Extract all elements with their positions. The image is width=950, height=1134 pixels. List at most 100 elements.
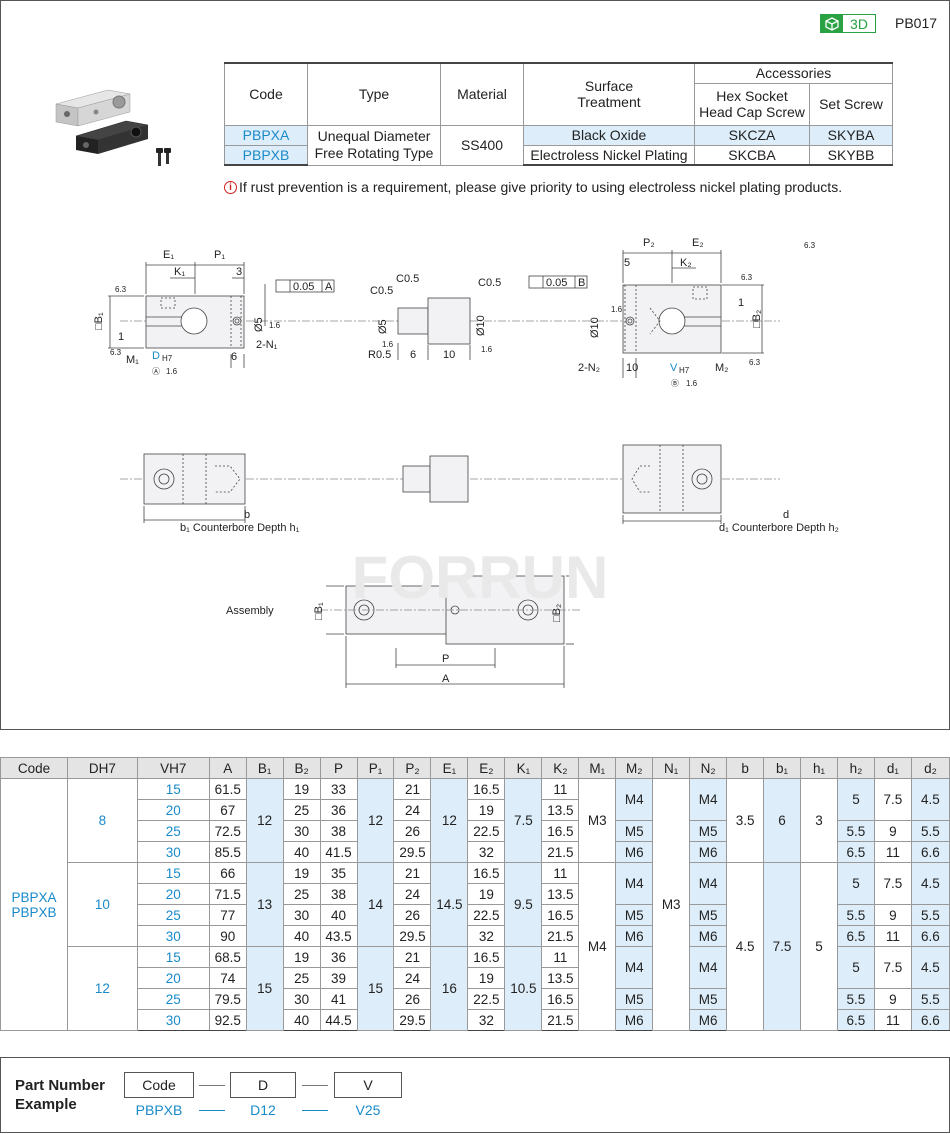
p-cell: 44.5 xyxy=(319,1009,358,1031)
b2-cell: 40 xyxy=(282,925,321,947)
radius-r05: R0.5 xyxy=(368,349,391,361)
v-cell[interactable]: 15 xyxy=(136,778,210,800)
pn-v-value: V25 xyxy=(355,1102,381,1118)
p-cell: 33 xyxy=(319,778,358,800)
material-cell: SS400 xyxy=(440,124,524,166)
e2-cell: 32 xyxy=(467,841,506,863)
dim-e1: E₁ xyxy=(163,249,174,261)
dim-header-19: h₁ xyxy=(800,757,838,779)
technical-drawing: FORRUN E₁ P₁ K₁ 3 □B₁ 1 6.3 6.3 M₁ D H7 … xyxy=(93,237,839,688)
datum-ref-a: A xyxy=(325,281,333,293)
dim-1: 1 xyxy=(118,331,124,343)
chamfer-c05-a: C0.5 xyxy=(396,273,419,285)
d2-cell: 5.5 xyxy=(910,988,950,1010)
d1-cell: 11 xyxy=(873,841,912,863)
pn-v-cell: V xyxy=(334,1072,402,1098)
k2-cell: 16.5 xyxy=(541,988,580,1010)
type-cell: Unequal Diameter Free Rotating Type xyxy=(307,124,441,166)
v-cell[interactable]: 20 xyxy=(136,967,210,989)
tol-0-05-b: 0.05 xyxy=(546,277,567,289)
label-d: D xyxy=(152,350,160,362)
label-b1-counterbore: b₁ Counterbore Depth h₁ xyxy=(180,522,300,534)
dim-header-4: B₁ xyxy=(245,757,284,779)
label-v: V xyxy=(670,362,678,374)
h2-cell: 6.5 xyxy=(836,1009,875,1031)
d-cell[interactable]: 12 xyxy=(66,946,138,1031)
dim-10-right: 10 xyxy=(626,362,638,374)
cube-icon xyxy=(821,15,843,32)
dim-a-assembly: A xyxy=(442,673,450,685)
d2-cell: 5.5 xyxy=(910,904,950,926)
dim-10-shaft: 10 xyxy=(443,349,455,361)
v-cell[interactable]: 25 xyxy=(136,820,210,842)
h2-cell: 5 xyxy=(836,862,875,905)
v-cell[interactable]: 30 xyxy=(136,925,210,947)
datum-ref-b: B xyxy=(578,277,585,289)
dim-header-10: E₂ xyxy=(467,757,506,779)
dim-3: 3 xyxy=(236,266,242,278)
k2-cell: 16.5 xyxy=(541,904,580,926)
b-cell: 3.5 xyxy=(726,778,765,863)
p2-cell: 29.5 xyxy=(393,841,432,863)
code-cell[interactable]: PBPXA PBPXB xyxy=(0,778,68,1031)
dim-header-3: A xyxy=(208,757,247,779)
p1-cell: 12 xyxy=(356,778,395,863)
v-cell[interactable]: 30 xyxy=(136,1009,210,1031)
d-cell[interactable]: 10 xyxy=(66,862,138,947)
rough-6-3-e: 6.3 xyxy=(804,241,816,250)
rough-6-3-a: 6.3 xyxy=(115,285,127,294)
code-cell-a[interactable]: PBPXA xyxy=(224,124,308,146)
v-cell[interactable]: 25 xyxy=(136,904,210,926)
p2-cell: 24 xyxy=(393,883,432,905)
p2-cell: 21 xyxy=(393,778,432,800)
watermark: FORRUN xyxy=(352,544,609,611)
v-cell[interactable]: 25 xyxy=(136,988,210,1010)
pn-dash-1 xyxy=(199,1085,225,1086)
n1-cell: M3 xyxy=(652,778,691,1031)
n2-cell: M4 xyxy=(689,946,728,989)
hex-cell-b: SKCBA xyxy=(694,144,810,166)
dim-p1: P₁ xyxy=(214,249,225,261)
dim-phi10: Ø10 xyxy=(475,315,487,336)
k2-cell: 11 xyxy=(541,862,580,884)
set-cell-a: SKYBA xyxy=(809,124,893,146)
dim-b: b xyxy=(244,509,250,521)
d2-cell: 5.5 xyxy=(910,820,950,842)
dim-header-9: E₁ xyxy=(430,757,469,779)
surface-cell-b: Electroless Nickel Plating xyxy=(523,144,695,166)
v-cell[interactable]: 15 xyxy=(136,862,210,884)
e2-cell: 19 xyxy=(467,967,506,989)
v-cell[interactable]: 20 xyxy=(136,799,210,821)
p2-cell: 24 xyxy=(393,799,432,821)
note-text: If rust prevention is a requirement, ple… xyxy=(239,179,843,195)
p-cell: 39 xyxy=(319,967,358,989)
dim-header-20: h₂ xyxy=(836,757,875,779)
3d-label: 3D xyxy=(850,15,868,32)
k1-cell: 9.5 xyxy=(504,862,543,947)
m2-cell: M5 xyxy=(615,904,654,926)
hex-cell-a: SKCZA xyxy=(694,124,810,146)
dim-header-21: d₁ xyxy=(873,757,912,779)
b2-cell: 25 xyxy=(282,883,321,905)
dim-e2: E₂ xyxy=(692,237,704,249)
pn-code-value: PBPXB xyxy=(135,1102,183,1118)
h2-cell: 6.5 xyxy=(836,925,875,947)
a-cell: 77 xyxy=(208,904,247,926)
m2-cell: M5 xyxy=(615,820,654,842)
v-cell[interactable]: 15 xyxy=(136,946,210,968)
dim-5: 5 xyxy=(624,257,630,269)
code-cell-b[interactable]: PBPXB xyxy=(224,144,308,166)
p2-cell: 26 xyxy=(393,988,432,1010)
d2-cell: 4.5 xyxy=(910,862,950,905)
h1-cell: 5 xyxy=(800,862,838,1031)
dim-header-0: Code xyxy=(0,757,68,779)
3d-model-button[interactable]: 3D xyxy=(820,14,876,33)
d-cell[interactable]: 8 xyxy=(66,778,138,863)
v-cell[interactable]: 20 xyxy=(136,883,210,905)
n2-cell: M6 xyxy=(689,925,728,947)
d1-cell: 7.5 xyxy=(873,946,912,989)
v-cell[interactable]: 30 xyxy=(136,841,210,863)
rough-6-3-c: 6.3 xyxy=(741,273,753,282)
h2-cell: 5 xyxy=(836,778,875,821)
b1-cell: 12 xyxy=(245,778,284,863)
